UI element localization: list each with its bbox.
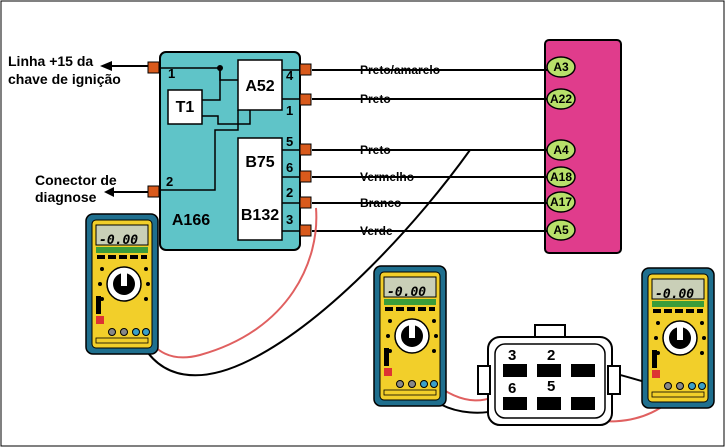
pin-number: 3 — [286, 212, 293, 227]
ecu-pin-oval — [546, 219, 576, 241]
wire-label-5: Branco — [360, 196, 401, 210]
ecu-pin-label: A18 — [550, 170, 572, 184]
pin-number: 2 — [286, 185, 293, 200]
terminal-square — [299, 143, 312, 156]
ecu-pin-oval — [546, 56, 576, 78]
pin-number: 2 — [166, 174, 173, 189]
wire-label-2: Preto — [360, 92, 391, 106]
terminal-square — [299, 196, 312, 209]
module-internal-wiring — [158, 67, 300, 232]
connector-pin — [503, 364, 527, 377]
ignition-label-line1: Linha +15 da — [8, 53, 93, 69]
wire-label-3: Preto — [360, 143, 391, 157]
sensor-connector: 3 2 6 5 — [477, 324, 621, 426]
block-t1-label: T1 — [176, 99, 195, 116]
ecu-pin-label: A5 — [553, 223, 569, 237]
internal-wire — [202, 68, 221, 101]
meter-display: -0.00 — [99, 233, 138, 248]
ecu-pin-oval — [546, 166, 576, 188]
ecu-pin-oval — [546, 88, 576, 110]
terminal-square — [299, 224, 312, 237]
pin-number: 5 — [286, 134, 293, 149]
multimeter-right: -0.00 — [641, 267, 715, 409]
ignition-label-line2: chave de ignição — [8, 71, 121, 87]
wire-labels: Preto/amarelo Preto Preto Vermelho Branc… — [360, 63, 440, 238]
module-name-label: A166 — [172, 212, 210, 229]
terminal-square — [147, 185, 160, 198]
ecu-pin-label: A22 — [550, 92, 572, 106]
pin-number: 4 — [286, 68, 294, 83]
meter-display: -0.00 — [387, 285, 426, 300]
internal-wire — [202, 110, 251, 125]
block-a52 — [237, 59, 283, 111]
connector-pin — [503, 397, 527, 410]
black-test-lead — [139, 149, 471, 377]
terminal-square — [299, 170, 312, 183]
ecu-pins: A3 A22 A4 A18 A17 A5 — [546, 56, 576, 241]
left-arrows — [108, 65, 148, 193]
wire-label-6: Verde — [360, 224, 393, 238]
ecu-pin-label: A17 — [550, 195, 572, 209]
junction-dot — [217, 65, 223, 71]
pin-number: 1 — [286, 103, 293, 118]
diag-label-line2: diagnose — [35, 189, 97, 205]
wire-label-4: Vermelho — [360, 170, 414, 184]
module-labels: T1 A52 B75 B132 A166 — [172, 78, 279, 229]
terminals — [147, 61, 312, 237]
red-test-lead — [144, 207, 318, 359]
pin-number: 6 — [286, 160, 293, 175]
ecu-pin-label: A3 — [553, 60, 569, 74]
ecu-pin-label: A4 — [553, 143, 569, 157]
connector-inner — [494, 343, 606, 419]
block-t1 — [167, 89, 203, 125]
multimeter-middle: -0.00 — [373, 265, 447, 407]
connector-pin-label: 2 — [547, 347, 555, 364]
wire-label-1: Preto/amarelo — [360, 63, 440, 77]
left-labels: Linha +15 da chave de ignição Conector d… — [8, 53, 121, 205]
internal-wire — [158, 110, 239, 191]
terminal-square — [299, 63, 312, 76]
connector-pin — [571, 397, 595, 410]
block-b75-label: B75 — [245, 154, 274, 171]
connector-pin-label: 5 — [547, 378, 555, 395]
terminal-square — [299, 93, 312, 106]
block-b75-b132 — [237, 137, 283, 241]
module-pin-numbers: 1 2 4 1 5 6 2 3 — [166, 66, 294, 227]
harness-wires — [312, 69, 560, 232]
arrow-left-icon — [104, 187, 114, 197]
connector-pin-label: 3 — [508, 347, 516, 364]
ecu-pin-oval — [546, 139, 576, 161]
meter-display: -0.00 — [655, 287, 694, 302]
connector-pin-label: 6 — [508, 380, 516, 397]
arrow-left-icon — [100, 61, 112, 71]
terminal-square — [147, 61, 160, 74]
block-a52-label: A52 — [245, 78, 274, 95]
connector-pin — [537, 397, 561, 410]
block-b132-label: B132 — [241, 207, 279, 224]
pin-number: 1 — [168, 66, 175, 81]
connector-pin — [571, 364, 595, 377]
multimeter-left: -0.00 — [85, 213, 159, 355]
diag-label-line1: Conector de — [35, 172, 117, 188]
connector-key — [477, 365, 491, 395]
connector-key — [607, 365, 621, 395]
ecu-pin-oval — [546, 191, 576, 213]
connector-pin — [537, 364, 561, 377]
